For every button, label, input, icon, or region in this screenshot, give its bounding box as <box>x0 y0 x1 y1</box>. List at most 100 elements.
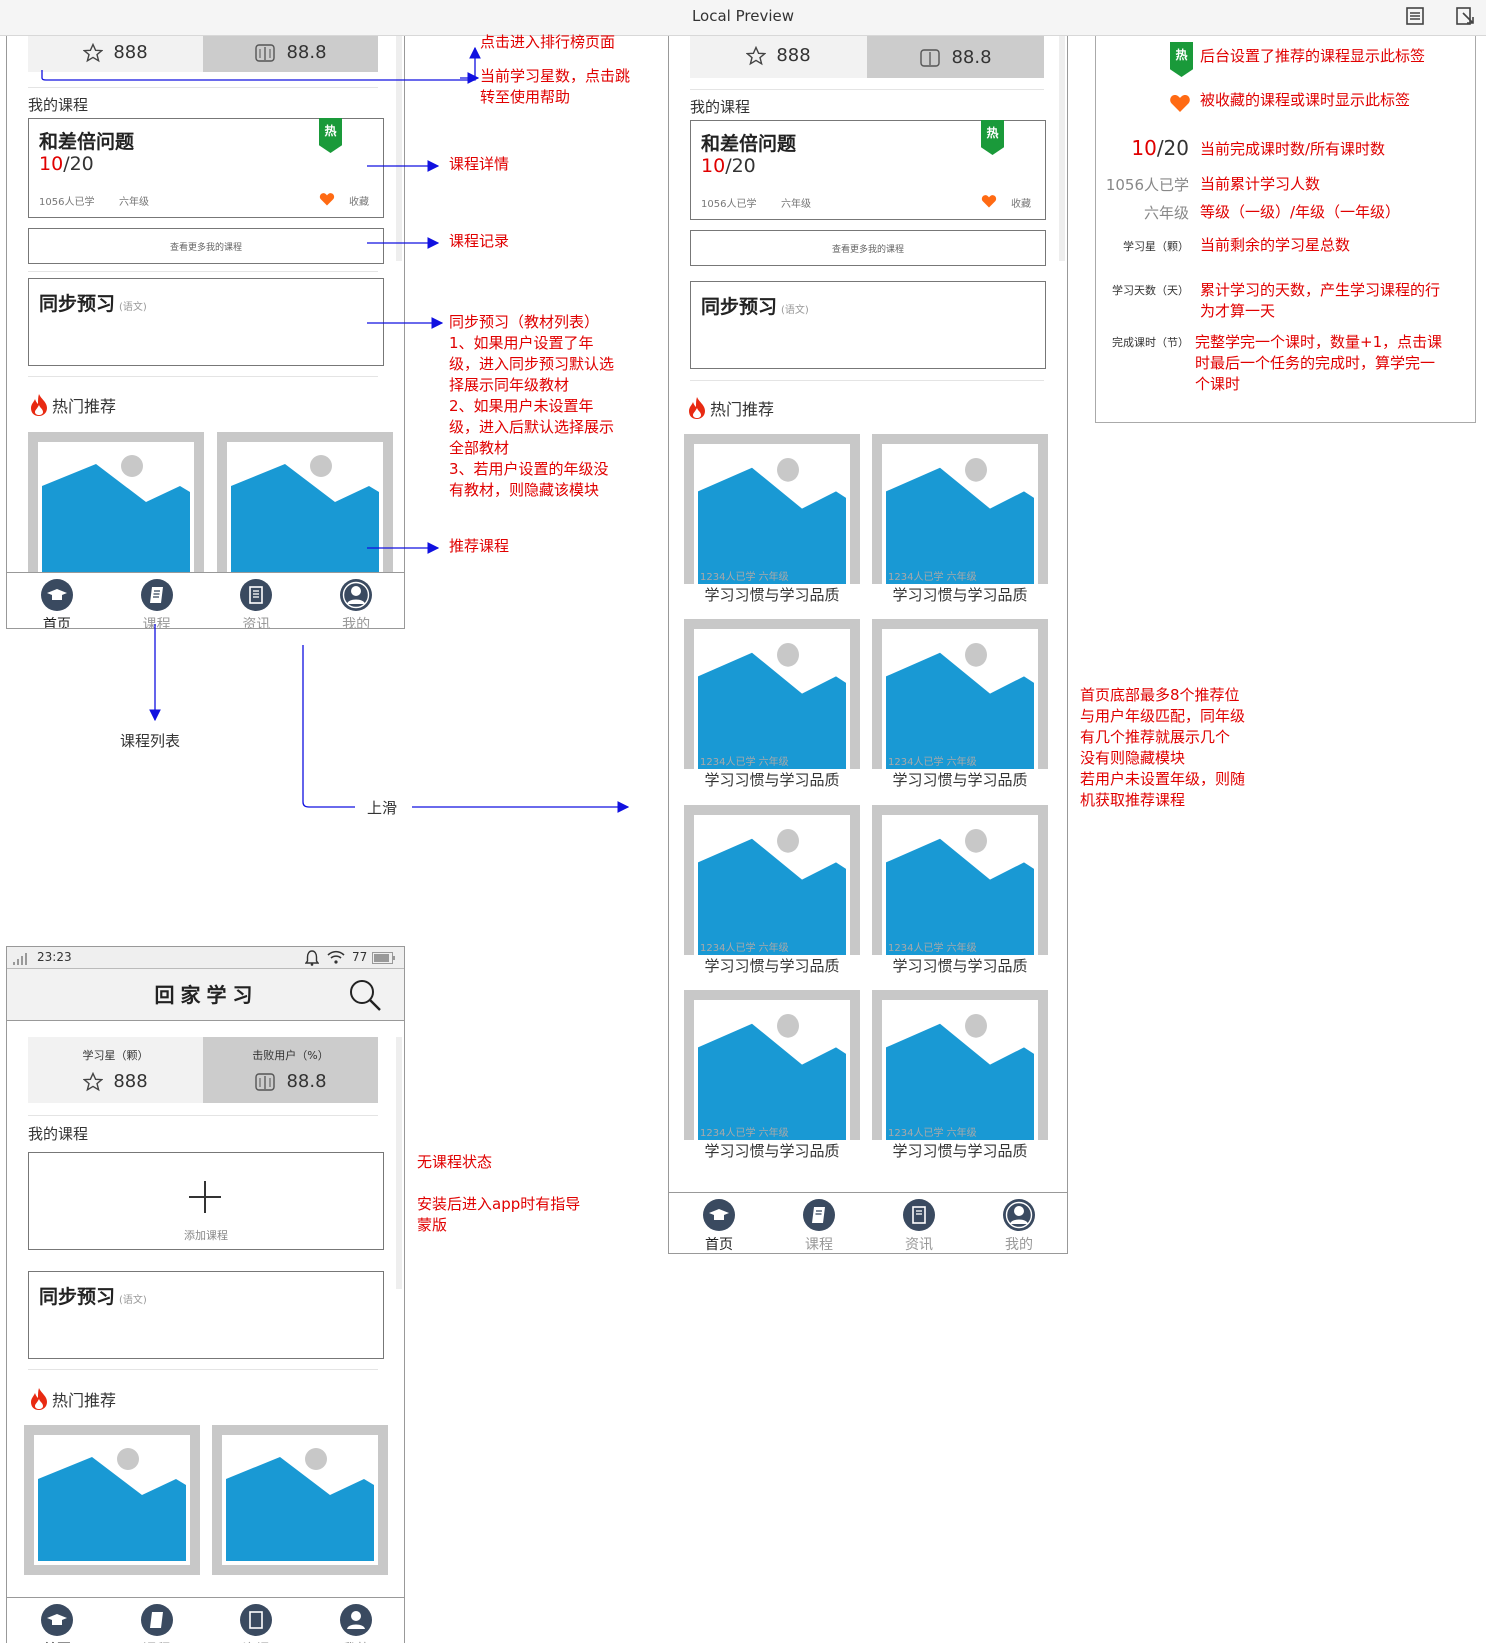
recommend-card[interactable]: 1234人已学 六年级学习习惯与学习品质 <box>684 805 860 977</box>
notes-icon[interactable] <box>1404 5 1426 27</box>
plus-icon <box>189 1181 221 1213</box>
notebook-icon <box>140 1604 173 1636</box>
beat-stat[interactable]: 88.8 <box>203 36 378 72</box>
annotation-line: 同步预习（教材列表） <box>449 313 600 331</box>
recommend-card[interactable]: 1234人已学 六年级学习习惯与学习品质 <box>684 434 860 606</box>
flame-icon <box>31 1388 47 1410</box>
tab-news[interactable]: 资讯 <box>869 1193 969 1253</box>
beat-label: 击败用户（%） <box>252 1049 329 1062</box>
annotation-line: 有教材，则隐藏该模块 <box>449 481 600 499</box>
scrollbar[interactable] <box>1059 36 1065 261</box>
beat-stat[interactable]: 击败用户（%） 88.8 <box>203 1037 378 1103</box>
hot-recommend-header: 热门推荐 <box>686 396 774 420</box>
recommend-caption: 学习习惯与学习品质 <box>704 957 840 975</box>
annotation-line: 与用户年级匹配，同年级 <box>1080 707 1246 725</box>
tab-courses[interactable]: 课程 <box>107 573 207 628</box>
tab-me[interactable]: 我的 <box>306 573 404 628</box>
search-icon[interactable] <box>347 977 383 1013</box>
user-icon <box>1003 1199 1035 1231</box>
beat-stat[interactable]: 88.8 <box>867 36 1044 78</box>
image-placeholder-icon <box>226 1448 374 1561</box>
beat-value: 88.8 <box>951 47 992 68</box>
scrollbar[interactable] <box>396 36 402 261</box>
divider <box>28 87 378 88</box>
tab-home[interactable]: 首页 <box>669 1193 769 1253</box>
tab-label: 资讯 <box>242 617 271 629</box>
course-card[interactable]: 和差倍问题 10/20 1056人已学 六年级 热 收藏 <box>690 120 1046 220</box>
divider <box>690 380 1044 381</box>
sync-title: 同步预习 <box>701 296 778 318</box>
progress-total: /20 <box>63 153 94 175</box>
annotation-line: 机获取推荐课程 <box>1080 791 1186 809</box>
legend-box: 热 后台设置了推荐的课程显示此标签 被收藏的课程或课时显示此标签 10/20 当… <box>1095 36 1476 423</box>
recommend-meta: 1234人已学 六年级 <box>888 757 977 768</box>
sync-preview-card[interactable]: 同步预习(语文) <box>28 1271 384 1359</box>
tab-home[interactable]: 首页 <box>7 1598 107 1643</box>
flame-icon <box>31 394 47 416</box>
recommend-thumb[interactable] <box>24 1425 200 1575</box>
tab-me[interactable]: 我的 <box>306 1598 404 1643</box>
battery-icon <box>372 952 395 964</box>
stars-label: 学习星（颗） <box>82 1049 149 1062</box>
recommend-card[interactable]: 1234人已学 六年级学习习惯与学习品质 <box>872 990 1048 1162</box>
hot-title: 热门推荐 <box>710 400 775 419</box>
tab-news[interactable]: 资讯 <box>207 1598 307 1643</box>
tab-courses[interactable]: 课程 <box>769 1193 869 1253</box>
tab-bar: 首页 课程 资讯 我的 <box>7 1597 404 1643</box>
tab-home[interactable]: 首页 <box>7 573 107 629</box>
annotation-line: 2、如果用户未设置年 <box>449 397 594 415</box>
image-placeholder-icon <box>886 1014 1034 1140</box>
notebook-icon <box>803 1199 835 1231</box>
recommend-card[interactable]: 1234人已学 六年级学习习惯与学习品质 <box>872 805 1048 977</box>
recommend-card[interactable]: 1234人已学 六年级学习习惯与学习品质 <box>872 619 1048 791</box>
image-placeholder-icon <box>698 458 846 584</box>
add-course-card[interactable]: 添加课程 <box>28 1152 384 1250</box>
tab-label: 资讯 <box>905 1237 933 1253</box>
my-courses-label: 我的课程 <box>28 1125 89 1143</box>
scrollbar[interactable] <box>396 1037 402 1289</box>
heart-icon[interactable] <box>319 191 335 207</box>
tab-label: 课程 <box>805 1237 833 1253</box>
recommend-thumb[interactable] <box>212 1425 388 1575</box>
heart-icon <box>1170 94 1190 112</box>
more-courses-button[interactable]: 查看更多我的课程 <box>28 228 384 264</box>
graduation-cap-icon <box>40 1604 73 1636</box>
flame-icon <box>689 397 705 419</box>
sync-preview-card[interactable]: 同步预习(语文) <box>690 281 1046 369</box>
tab-courses[interactable]: 课程 <box>107 1598 207 1643</box>
lessons-desc-line: 时最后一个任务的完成时，算学完一 <box>1195 354 1436 372</box>
course-grade: 六年级 <box>781 199 811 210</box>
recommend-meta: 1234人已学 六年级 <box>888 943 977 954</box>
signal-icon <box>13 953 27 965</box>
more-courses-button[interactable]: 查看更多我的课程 <box>690 230 1046 266</box>
beat-value: 88.8 <box>286 1071 327 1092</box>
stars-stat[interactable]: 学习星（颗） 888 <box>28 1037 203 1103</box>
stars-stat[interactable]: 888 <box>28 36 203 72</box>
sync-title: 同步预习 <box>39 1286 116 1308</box>
hot-tag-sample: 热 <box>1170 42 1193 77</box>
book-icon <box>920 48 941 67</box>
sync-preview-card[interactable]: 同步预习(语文) <box>28 278 384 366</box>
annotation-line: 全部教材 <box>449 439 510 457</box>
heart-icon[interactable] <box>981 193 997 209</box>
recommend-card[interactable]: 1234人已学 六年级学习习惯与学习品质 <box>684 619 860 791</box>
stars-stat[interactable]: 888 <box>690 36 867 78</box>
course-card[interactable]: 和差倍问题 10/20 1056人已学 六年级 热 收藏 <box>28 118 384 218</box>
recommend-thumb <box>684 990 860 1140</box>
tab-news[interactable]: 资讯 <box>207 573 307 629</box>
progress-total: /20 <box>725 155 756 177</box>
annotation-line: 没有则隐藏模块 <box>1080 749 1186 767</box>
image-placeholder-icon <box>886 829 1034 955</box>
tab-me[interactable]: 我的 <box>969 1193 1067 1253</box>
recommend-card[interactable]: 1234人已学 六年级学习习惯与学习品质 <box>872 434 1048 606</box>
annotation-line: 有几个推荐就展示几个 <box>1080 728 1231 746</box>
sync-subject: (语文) <box>119 1295 147 1306</box>
sync-subject: (语文) <box>119 302 147 313</box>
course-title: 和差倍问题 <box>701 133 797 155</box>
exit-fullscreen-icon[interactable] <box>1454 5 1476 27</box>
my-courses-label: 我的课程 <box>690 98 751 116</box>
recommend-caption: 学习习惯与学习品质 <box>892 586 1028 604</box>
tab-label: 首页 <box>42 617 71 629</box>
user-icon <box>340 1604 373 1636</box>
recommend-card[interactable]: 1234人已学 六年级学习习惯与学习品质 <box>684 990 860 1162</box>
